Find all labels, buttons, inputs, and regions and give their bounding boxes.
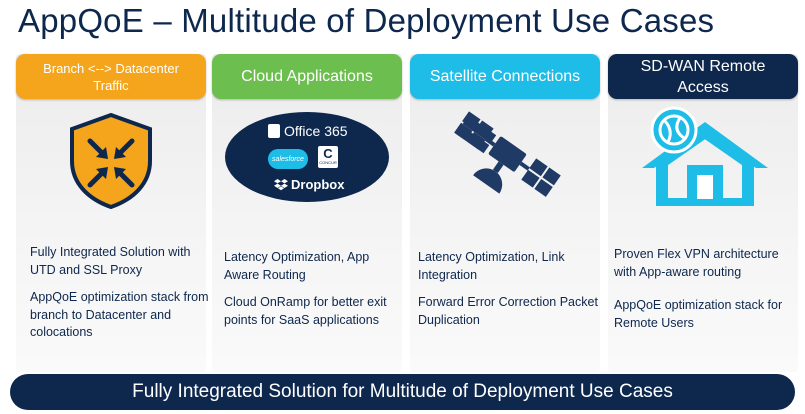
column-remote-access xyxy=(608,54,798,372)
column-satellite xyxy=(410,54,600,372)
dropbox-icon xyxy=(274,178,288,190)
shield-arrows-icon xyxy=(70,113,152,209)
header-label: Satellite Connections xyxy=(429,67,581,85)
header-cloud-applications: Cloud Applications xyxy=(212,54,402,99)
column-1-text: Fully Integrated Solution with UTD and S… xyxy=(30,244,210,352)
column-3-text: Latency Optimization, Link Integration F… xyxy=(418,249,598,339)
concur-c-icon: C xyxy=(323,146,333,161)
list-item: Proven Flex VPN architecture with App-aw… xyxy=(614,247,779,279)
office365-logo: Office 365 xyxy=(268,123,348,139)
list-item: Latency Optimization, App Aware Routing xyxy=(224,250,370,282)
column-4-text: Proven Flex VPN architecture with App-aw… xyxy=(614,246,794,342)
list-item: Cloud OnRamp for better exit points for … xyxy=(224,295,387,327)
header-remote-access: SD-WAN Remote Access xyxy=(608,54,798,99)
header-branch-datacenter: Branch <--> Datacenter Traffic xyxy=(16,54,206,99)
list-item: Latency Optimization, Link Integration xyxy=(418,250,565,282)
header-line: SD-WAN Remote xyxy=(640,57,766,75)
column-cloud-applications xyxy=(212,54,402,372)
column-branch-datacenter xyxy=(16,54,206,372)
satellite-icon xyxy=(454,111,561,197)
footer-text: Fully Integrated Solution for Multitude … xyxy=(132,381,673,402)
header-satellite: Satellite Connections xyxy=(410,54,600,99)
page-title: AppQoE – Multitude of Deployment Use Cas… xyxy=(18,2,715,39)
header-line: Traffic xyxy=(93,77,129,93)
house-vpn-icon xyxy=(642,106,768,206)
salesforce-logo: salesforce xyxy=(268,149,308,169)
dropbox-logo: Dropbox xyxy=(274,177,344,192)
header-label: Cloud Applications xyxy=(241,67,373,85)
cloud-apps-icon: Office 365 salesforce C CONCUR Dropbox xyxy=(224,111,390,203)
list-item: AppQoE optimization stack for Remote Use… xyxy=(614,298,783,330)
header-line: Access xyxy=(677,78,729,96)
list-item: Forward Error Correction Packet Duplicat… xyxy=(418,295,598,327)
concur-logo: C CONCUR xyxy=(318,146,338,168)
footer-banner: Fully Integrated Solution for Multitude … xyxy=(10,374,795,410)
list-item: Fully Integrated Solution with UTD and S… xyxy=(30,245,191,277)
office-icon xyxy=(268,124,280,138)
list-item: AppQoE optimization stack from branch to… xyxy=(30,290,209,339)
header-line: Branch <--> Datacenter xyxy=(43,60,179,76)
column-2-text: Latency Optimization, App Aware Routing … xyxy=(224,249,404,339)
